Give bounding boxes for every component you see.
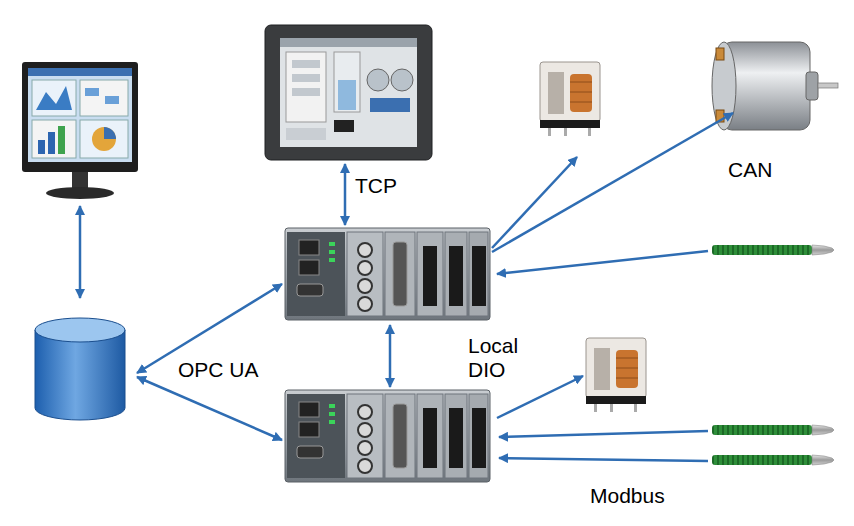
protocol-label: TCP	[355, 174, 397, 198]
protocol-label: Local DIO	[468, 334, 532, 382]
link-arrow	[389, 325, 392, 387]
dc-motor-icon	[712, 42, 838, 130]
link-arrow	[499, 458, 708, 461]
relay-icon	[540, 62, 600, 136]
link-arrow	[497, 376, 583, 418]
link-arrow	[499, 431, 708, 437]
sensor-probe	[712, 425, 834, 435]
touch-panel-hmi	[265, 25, 432, 160]
link-arrow	[79, 206, 82, 298]
link-arrow	[492, 113, 733, 252]
sensor-probe	[712, 455, 834, 465]
relay-icon	[586, 338, 646, 412]
crio-controller	[285, 390, 490, 482]
link-arrow	[137, 377, 282, 440]
arrows	[80, 113, 733, 461]
link-arrow	[492, 157, 577, 248]
database-cylinder	[35, 318, 125, 420]
protocol-label: Modbus	[590, 484, 665, 508]
sensor-probe	[712, 245, 834, 255]
protocol-label: OPC UA	[178, 358, 259, 382]
monitor-icon	[22, 62, 138, 199]
crio-controller	[285, 228, 490, 320]
protocol-label: CAN	[728, 158, 772, 182]
link-arrow	[344, 164, 347, 225]
link-arrow	[497, 251, 708, 274]
